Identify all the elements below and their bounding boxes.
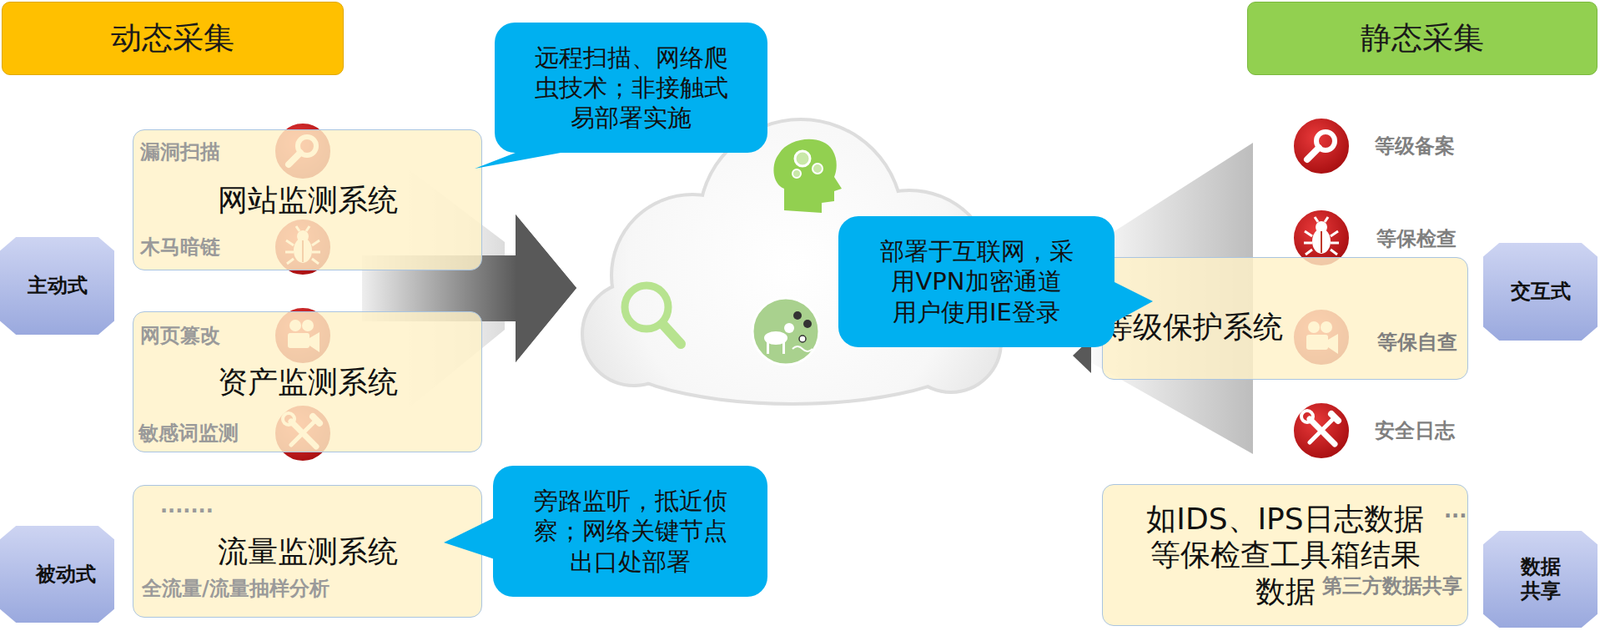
mode-box: 数据 共享	[1483, 530, 1598, 628]
feature-label: 网页篡改	[140, 323, 221, 348]
node-text: 数据 共享	[1519, 554, 1563, 604]
mode-box: 交互式	[1483, 242, 1598, 341]
node-text: 旁路监听，抵近侦 察；网络关键节点 出口处部署	[526, 485, 735, 577]
feature-label: 木马暗链	[140, 235, 221, 259]
feature-label: 等级备案	[1374, 134, 1455, 158]
node-text: 交互式	[1510, 279, 1571, 304]
node-text: 等级保护系统	[1102, 311, 1284, 343]
node-text: 网站监测系统	[217, 185, 398, 216]
animal-icon	[752, 297, 820, 365]
node-text: 资产监测系统	[217, 367, 398, 398]
data-box: 如IDS、IPS日志数据 等保检查工具箱结果 数据	[1101, 483, 1469, 626]
header-box: 静态采集	[1247, 1, 1598, 76]
system-box: 等级保护系统	[1101, 256, 1469, 380]
callout-bubble: 部署于互联网，采 用VPN加密通道 用户使用IE登录	[838, 216, 1115, 348]
magnifier-icon	[624, 285, 681, 344]
node-text: 主动式	[27, 273, 88, 298]
feature-label: 等保检查	[1376, 226, 1457, 251]
feature-label: 第三方数据共享	[1322, 573, 1463, 598]
flow-arrow-head	[515, 214, 577, 363]
head-icon	[773, 139, 842, 213]
icon	[1293, 402, 1350, 459]
mode-box: 被动式	[0, 525, 115, 623]
node-text: 动态采集	[110, 20, 235, 57]
feature-label: 等保自查	[1377, 330, 1458, 354]
node-text: 部署于互联网，采 用VPN加密通道 用户使用IE登录	[872, 236, 1082, 328]
feature-label: 漏洞扫描	[140, 140, 221, 164]
icon	[1293, 117, 1350, 175]
feature-label: 敏感词监测	[138, 421, 239, 445]
node-text: 静态采集	[1360, 20, 1485, 57]
callout-bubble: 远程扫描、网络爬 虫技术；非接触式 易部署实施	[494, 22, 768, 153]
mode-box: 主动式	[0, 236, 115, 335]
node-text: 远程扫描、网络爬 虫技术；非接触式 易部署实施	[527, 42, 736, 134]
node-text: 被动式	[35, 562, 80, 587]
feature-label: .......	[160, 493, 214, 518]
header-box: 动态采集	[1, 1, 344, 76]
feature-label: ...	[1444, 498, 1467, 523]
feature-label: 全流量/流量抽样分析	[141, 576, 330, 600]
feature-label: 安全日志	[1374, 418, 1455, 443]
node-text: 流量监测系统	[217, 536, 398, 567]
callout-bubble: 旁路监听，抵近侦 察；网络关键节点 出口处部署	[493, 465, 768, 597]
